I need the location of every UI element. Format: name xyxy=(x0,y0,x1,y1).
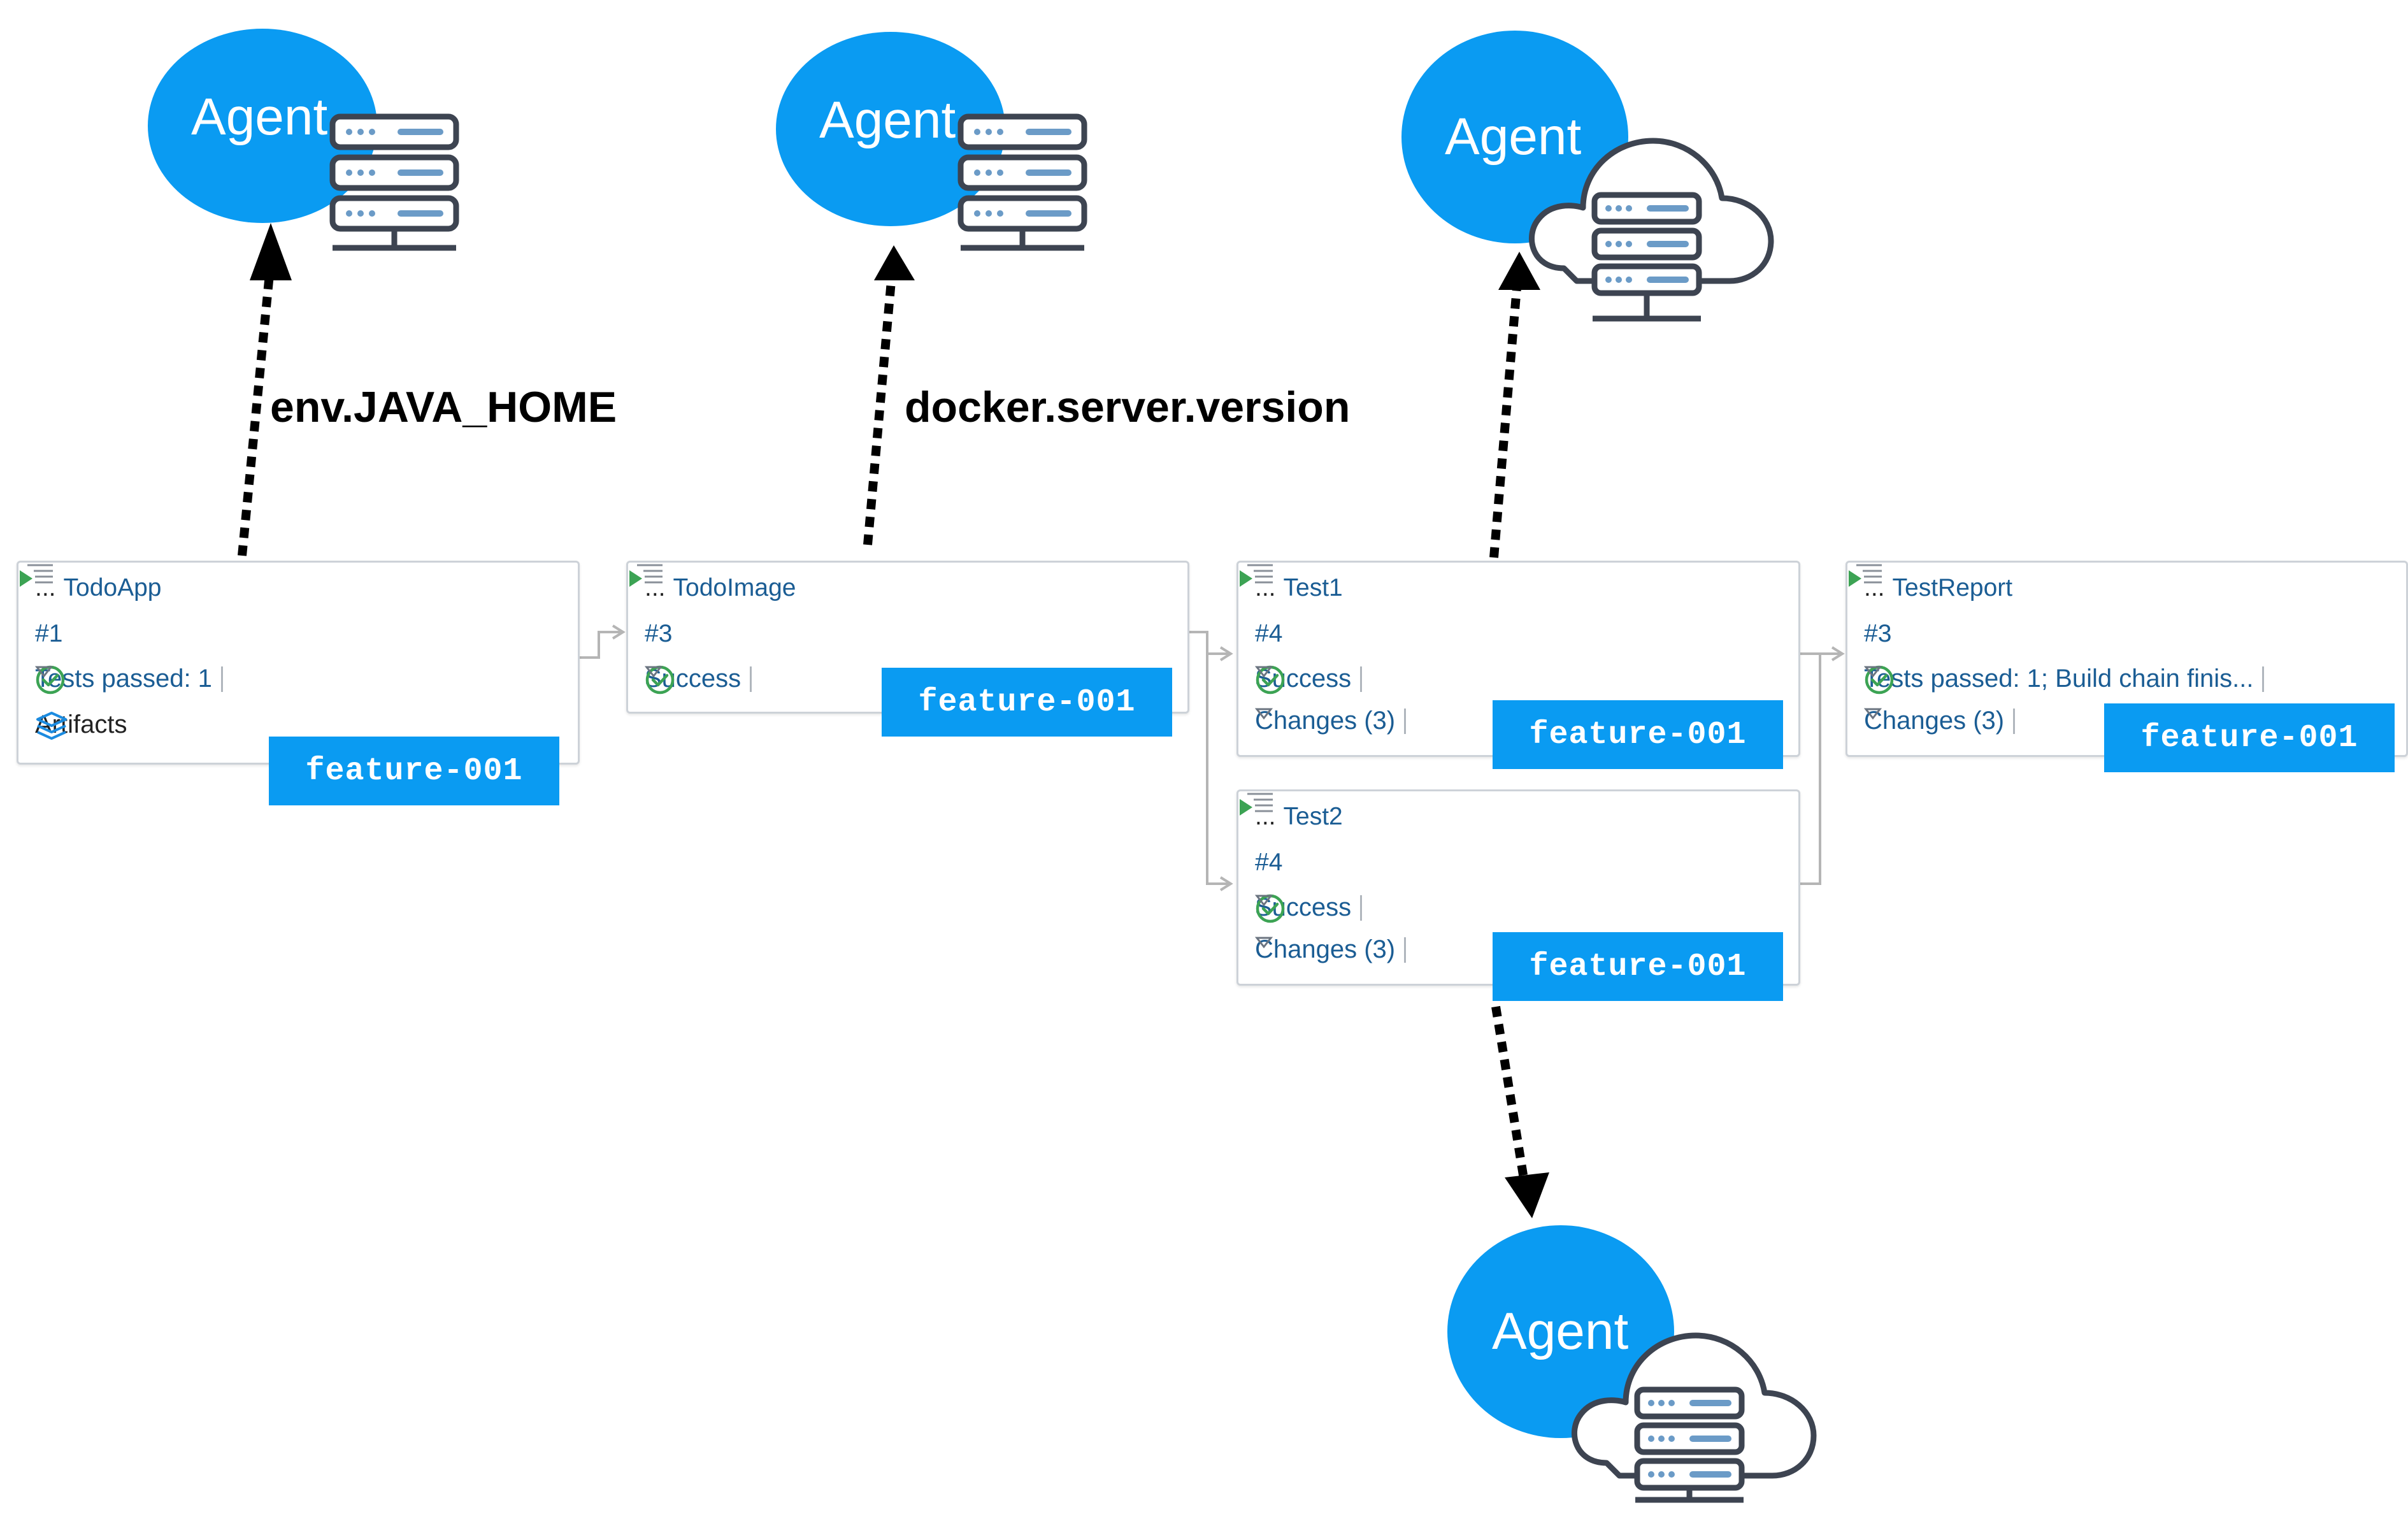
connector-arrowhead xyxy=(1219,876,1233,891)
agent-arrows xyxy=(238,261,1528,1180)
build-name[interactable]: TestReport xyxy=(1892,574,2013,601)
cloud-server-icon xyxy=(1571,1332,1817,1503)
build-title[interactable]: ... Test2 xyxy=(1255,803,1343,831)
changes-label[interactable]: Changes (3) xyxy=(1255,935,1396,963)
changes-link[interactable]: Changes (3) xyxy=(1255,707,1412,735)
arrowhead-up xyxy=(250,223,292,280)
arrow-todoimage-agent xyxy=(863,273,896,545)
chevron-down-icon[interactable] xyxy=(645,665,663,679)
build-name[interactable]: TodoImage xyxy=(673,574,796,601)
cloud-server-icon xyxy=(1528,138,1774,322)
build-title-prefix: ... xyxy=(35,574,56,601)
chevron-down-icon[interactable] xyxy=(35,665,53,679)
build-status-text[interactable]: Success xyxy=(645,665,742,693)
connector-todoapp-todoimage xyxy=(579,631,621,659)
run-build-icon[interactable] xyxy=(1238,563,1274,588)
separator xyxy=(1360,666,1363,692)
server-rack-icon xyxy=(329,113,459,251)
build-title-prefix: ... xyxy=(1255,574,1276,601)
java-home-label: env.JAVA_HOME xyxy=(270,383,617,431)
arrowheads xyxy=(250,223,1549,1218)
branch-label: feature-001 xyxy=(269,737,559,805)
build-status-text[interactable]: Tests passed: 1 xyxy=(35,665,212,693)
build-status[interactable]: Success xyxy=(1255,665,1368,695)
branch-label: feature-001 xyxy=(1493,932,1783,1001)
build-title-prefix: ... xyxy=(645,574,666,601)
build-title[interactable]: ... TodoImage xyxy=(645,574,796,602)
run-build-icon[interactable] xyxy=(18,563,54,588)
build-status[interactable]: Success xyxy=(1255,893,1368,923)
separator xyxy=(2262,666,2265,692)
branch-label: feature-001 xyxy=(1493,700,1783,769)
build-status-text[interactable]: Tests passed: 1; Build chain finis... xyxy=(1864,665,2254,693)
arrowhead-up xyxy=(1498,252,1540,290)
arrow-test1-agent xyxy=(1489,280,1522,558)
chevron-down-icon[interactable] xyxy=(1255,935,1273,949)
changes-label[interactable]: Changes (3) xyxy=(1255,707,1396,735)
build-name[interactable]: Test2 xyxy=(1283,803,1343,830)
chevron-down-icon[interactable] xyxy=(1864,707,1882,721)
run-build-icon[interactable] xyxy=(1847,563,1883,588)
connector-todoimage-test2 xyxy=(1206,654,1229,885)
build-status[interactable]: Tests passed: 1; Build chain finis... xyxy=(1864,665,2270,695)
changes-link[interactable]: Changes (3) xyxy=(1864,707,2021,735)
build-status-text[interactable]: Success xyxy=(1255,665,1352,693)
artifacts-link[interactable]: Artifacts xyxy=(35,710,127,740)
connector-layer xyxy=(238,223,1845,1218)
build-status[interactable]: Tests passed: 1 xyxy=(35,665,229,695)
arrow-test2-agent xyxy=(1491,1005,1528,1180)
build-number[interactable]: #1 xyxy=(35,620,63,647)
branch-label: feature-001 xyxy=(882,668,1172,737)
build-number[interactable]: #3 xyxy=(645,620,673,647)
layers-icon xyxy=(36,712,67,740)
server-rack-icon xyxy=(957,113,1087,251)
build-number[interactable]: #3 xyxy=(1864,620,1892,647)
build-chain-diagram: env.JAVA_HOME docker.server.version Agen… xyxy=(17,29,2408,1503)
separator xyxy=(750,666,752,692)
run-build-icon[interactable] xyxy=(1238,791,1274,817)
separator xyxy=(2013,708,2016,734)
arrowhead-up xyxy=(874,245,915,280)
agent-label: Agent xyxy=(1492,1302,1629,1360)
build-number[interactable]: #4 xyxy=(1255,620,1283,647)
docker-version-label: docker.server.version xyxy=(905,383,1351,431)
chevron-down-icon[interactable] xyxy=(1255,707,1273,721)
build-name[interactable]: TodoApp xyxy=(63,574,162,601)
build-name[interactable]: Test1 xyxy=(1283,574,1343,601)
separator xyxy=(1404,708,1407,734)
changes-link[interactable]: Changes (3) xyxy=(1255,935,1412,964)
chevron-down-icon[interactable] xyxy=(1864,665,1882,679)
chevron-down-icon[interactable] xyxy=(1255,665,1273,679)
build-title-prefix: ... xyxy=(1255,803,1276,830)
separator xyxy=(1404,937,1407,963)
branch-label: feature-001 xyxy=(2104,703,2395,772)
agent-label: Agent xyxy=(1445,108,1582,166)
separator xyxy=(1360,895,1363,921)
build-title[interactable]: ... TodoApp xyxy=(35,574,161,602)
build-number[interactable]: #4 xyxy=(1255,849,1283,876)
build-title[interactable]: ... Test1 xyxy=(1255,574,1343,602)
separator xyxy=(220,666,223,692)
agent-label: Agent xyxy=(191,88,328,146)
chevron-down-icon[interactable] xyxy=(1255,893,1273,907)
arrow-todoapp-agent xyxy=(238,261,275,556)
build-title[interactable]: ... TestReport xyxy=(1864,574,2012,602)
build-status-text[interactable]: Success xyxy=(1255,893,1352,921)
build-status[interactable]: Success xyxy=(645,665,758,695)
connector-arrowhead xyxy=(1831,646,1845,661)
build-title-prefix: ... xyxy=(1864,574,1885,601)
connector-arrowhead xyxy=(612,624,626,640)
agent-label: Agent xyxy=(819,91,956,149)
connector-todoimage-test1 xyxy=(1189,631,1229,655)
chain-connectors xyxy=(579,624,1845,891)
arrowhead-down xyxy=(1505,1172,1549,1218)
run-build-icon[interactable] xyxy=(628,563,664,588)
build-card-todoapp[interactable]: ... TodoApp #1 Tests passed: 1 Artifacts xyxy=(17,561,580,765)
connector-arrowhead xyxy=(1219,646,1233,661)
connector-test2-testreport xyxy=(1800,654,1821,885)
changes-label[interactable]: Changes (3) xyxy=(1864,707,2005,735)
